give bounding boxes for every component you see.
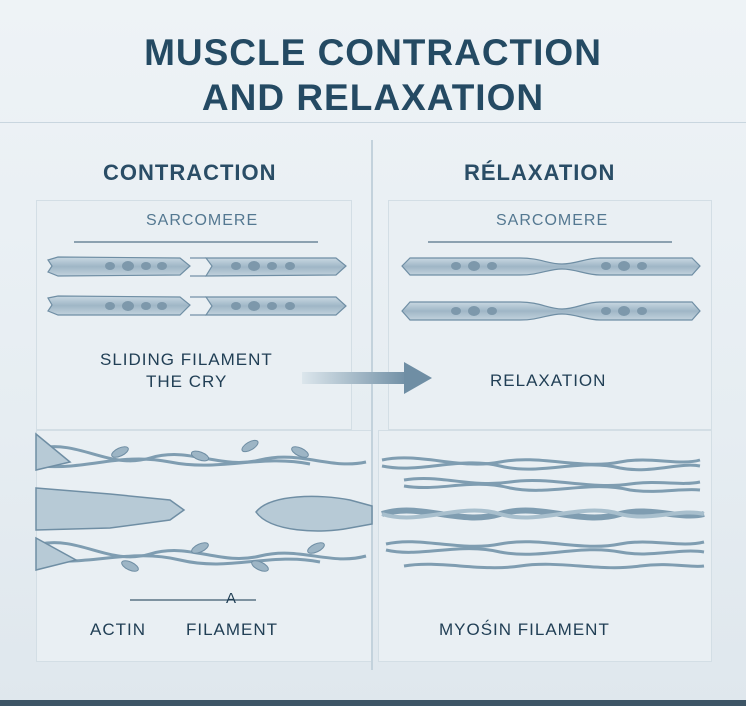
relaxation-myosin-heads	[451, 261, 647, 316]
sliding-filament-label-line-2: THE CRY	[146, 372, 228, 391]
actin-marker: A	[226, 590, 238, 607]
diagram-title-line-2: AND RELAXATION	[201, 77, 545, 118]
relaxation-label: RELAXATION	[490, 371, 607, 390]
contraction-myosin-bundle	[35, 432, 373, 571]
bottom-border	[0, 700, 746, 706]
diagram-title-line-1: MUSCLE CONTRACTION	[144, 32, 602, 73]
contraction-sarcomere-label: SARCOMERE	[146, 212, 259, 229]
contraction-myosin-heads	[105, 261, 295, 311]
title-divider	[0, 122, 746, 123]
relaxation-sarcomere-rods	[401, 257, 701, 321]
relaxation-filament-strands	[381, 456, 705, 570]
relaxation-sarcomere-label: SARCOMERE	[496, 212, 609, 229]
column-divider	[371, 140, 373, 670]
contraction-sarcomere-rods	[47, 256, 347, 316]
contraction-actin-strands	[39, 445, 367, 566]
relaxation-heading: RÉLAXATION	[464, 160, 616, 185]
sliding-filament-label-line-1: SLIDING FILAMENT	[100, 350, 273, 369]
myosin-filament-label: MYOŚIN FILAMENT	[439, 620, 610, 639]
transition-arrow	[302, 362, 432, 394]
filament-label: FILAMENT	[186, 620, 279, 639]
actin-label: ACTIN	[90, 620, 146, 639]
contraction-heading: CONTRACTION	[103, 160, 277, 185]
contraction-actin-leaves	[111, 439, 325, 572]
